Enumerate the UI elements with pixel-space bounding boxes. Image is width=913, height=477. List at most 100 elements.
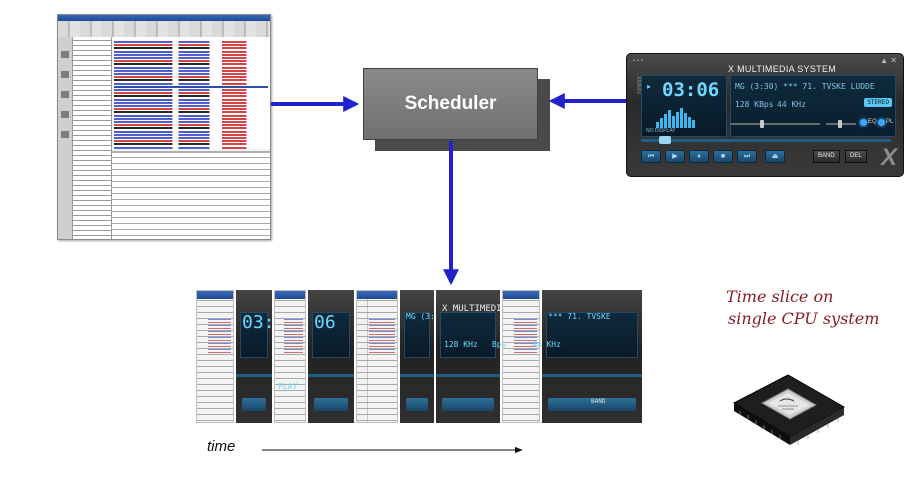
table-row[interactable] — [114, 63, 268, 66]
table-row[interactable] — [114, 121, 268, 123]
table-row[interactable] — [114, 85, 268, 88]
media-slice: MG (3:30) — [400, 290, 434, 423]
slice-seekbar — [236, 374, 272, 377]
del-button[interactable]: DEL — [845, 150, 867, 163]
spectrum-bar — [688, 117, 691, 128]
scheduler-label: Scheduler — [404, 93, 497, 114]
table-row[interactable] — [114, 60, 268, 63]
slice-display — [404, 312, 430, 358]
media-slice: *** 71. TVSKE — [542, 290, 642, 423]
table-row[interactable] — [114, 41, 268, 43]
table-row[interactable] — [114, 57, 268, 59]
table-row[interactable] — [114, 73, 268, 75]
slice-text: 03: — [242, 312, 272, 333]
email-titlebar — [58, 15, 270, 21]
spectrum-bar — [664, 114, 667, 128]
table-row[interactable] — [114, 50, 268, 53]
message-preview — [112, 151, 270, 239]
slice-fragment-text: 128 KHz — [444, 340, 478, 349]
email-shortcut-bar — [58, 37, 73, 239]
table-row[interactable] — [114, 124, 268, 127]
table-row[interactable] — [114, 111, 268, 114]
band-button[interactable]: BAND — [813, 150, 840, 163]
media-player-window: ▪ ▪ ▪ ▲ ✕ X MULTIMEDIA SYSTEM XMMS ▸ 03:… — [626, 53, 904, 177]
eq-toggle-icon[interactable] — [860, 119, 867, 126]
slice-text: 06 — [314, 312, 336, 333]
play-button[interactable]: ▶ — [665, 150, 685, 163]
pl-toggle-icon[interactable] — [878, 119, 885, 126]
volume-knob[interactable] — [760, 120, 764, 128]
previous-button[interactable]: ⏮ — [641, 150, 661, 163]
time-label: time — [207, 438, 236, 455]
player-grip: ▪ ▪ ▪ — [633, 58, 643, 64]
contacts-icon — [61, 91, 69, 98]
table-row[interactable] — [114, 79, 268, 82]
slice-button — [406, 398, 428, 411]
table-row[interactable] — [114, 53, 268, 56]
message-list — [112, 37, 270, 149]
spectrum-bar — [676, 112, 679, 128]
spectrum-bar — [660, 118, 663, 128]
seek-knob[interactable] — [659, 136, 671, 144]
table-row[interactable] — [114, 130, 268, 133]
stop-button[interactable]: ■ — [713, 150, 733, 163]
player-logo-icon: X — [880, 144, 897, 171]
slice-seekbar — [308, 374, 354, 377]
pl-label: PL — [886, 119, 894, 125]
slice-seekbar — [542, 374, 642, 377]
email-slice — [274, 290, 306, 423]
slice-button — [548, 398, 636, 411]
email-toolbar — [58, 21, 270, 38]
table-row[interactable] — [114, 108, 268, 111]
table-row[interactable] — [114, 95, 268, 98]
slice-display — [312, 312, 350, 358]
spectrum-analyzer — [656, 108, 696, 128]
table-row[interactable] — [114, 98, 268, 101]
table-row[interactable] — [114, 117, 268, 120]
table-row[interactable] — [114, 143, 268, 146]
slice-fragment-text: PLAY — [278, 382, 298, 391]
table-row[interactable] — [114, 66, 268, 69]
volume-slider[interactable] — [730, 123, 820, 125]
email-slice — [196, 290, 234, 423]
balance-knob[interactable] — [838, 120, 842, 128]
window-controls-icon: ▲ ✕ — [880, 56, 897, 65]
timeslice-annotation: Time slice on single CPU system — [726, 286, 906, 330]
player-sliders: EQ PL — [730, 116, 894, 132]
slice-display — [546, 312, 638, 358]
table-row[interactable] — [114, 89, 268, 91]
pause-button[interactable]: ⏸ — [689, 150, 709, 163]
slice-fragment-text: BAND — [591, 398, 606, 405]
table-row[interactable] — [114, 146, 268, 149]
seek-bar[interactable] — [641, 136, 891, 144]
folder-tree — [73, 37, 112, 239]
media-slice: X MULTIMEDIA SYSTE — [436, 290, 500, 423]
spectrum-bar — [672, 116, 675, 128]
table-row[interactable] — [114, 76, 268, 79]
spectrum-bar — [668, 110, 671, 128]
table-row[interactable] — [114, 44, 268, 47]
email-slice — [502, 290, 540, 423]
slice-fragment-text: 44 KHz — [532, 340, 561, 349]
table-row[interactable] — [114, 127, 268, 130]
inbox-icon — [61, 51, 69, 58]
table-row[interactable] — [114, 69, 268, 72]
cpu-chip-icon — [732, 374, 846, 445]
table-row[interactable] — [114, 105, 268, 107]
annotation-line-1: Time slice on — [726, 287, 834, 306]
next-button[interactable]: ⏭ — [737, 150, 757, 163]
table-row[interactable] — [114, 101, 268, 104]
table-row[interactable] — [114, 82, 268, 85]
player-title: X MULTIMEDIA SYSTEM — [728, 64, 837, 74]
timeslice-strip: 03: 06 MG (3:30)X MULTIMEDIA SYSTE *** 71. … — [196, 290, 643, 423]
eject-button[interactable]: ⏏ — [765, 150, 785, 163]
table-row[interactable] — [114, 92, 268, 95]
track-title: MG (3:30) *** 71. TVSKE LUDDE — [735, 82, 875, 91]
scheduler-box: Scheduler — [363, 68, 538, 140]
table-row[interactable] — [114, 140, 268, 143]
table-row[interactable] — [114, 133, 268, 136]
table-row[interactable] — [114, 47, 268, 50]
table-row[interactable] — [114, 137, 268, 139]
spectrum-bar — [692, 120, 695, 128]
table-row[interactable] — [114, 114, 268, 117]
